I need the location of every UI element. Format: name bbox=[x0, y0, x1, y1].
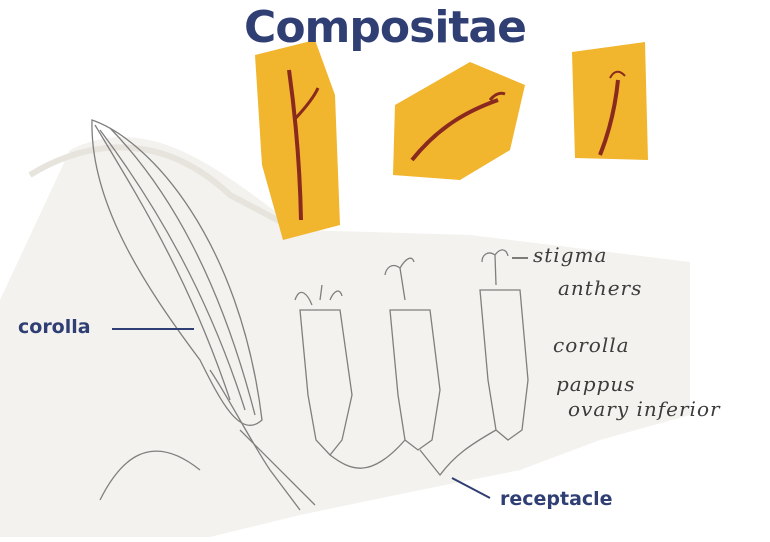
stigma-label: stigma bbox=[533, 243, 607, 267]
corolla-label-right: corolla bbox=[553, 333, 630, 357]
specimen-photo-2 bbox=[393, 62, 525, 180]
corolla-label-left: corolla bbox=[18, 316, 91, 338]
ovary-label: ovary inferior bbox=[568, 397, 721, 421]
receptacle-label: receptacle bbox=[500, 488, 613, 510]
anthers-label: anthers bbox=[558, 276, 642, 300]
receptacle-leader bbox=[452, 478, 490, 498]
pappus-label: pappus bbox=[556, 372, 635, 396]
specimen-photo-3 bbox=[572, 42, 648, 160]
diagram-title: Compositae bbox=[0, 2, 770, 53]
